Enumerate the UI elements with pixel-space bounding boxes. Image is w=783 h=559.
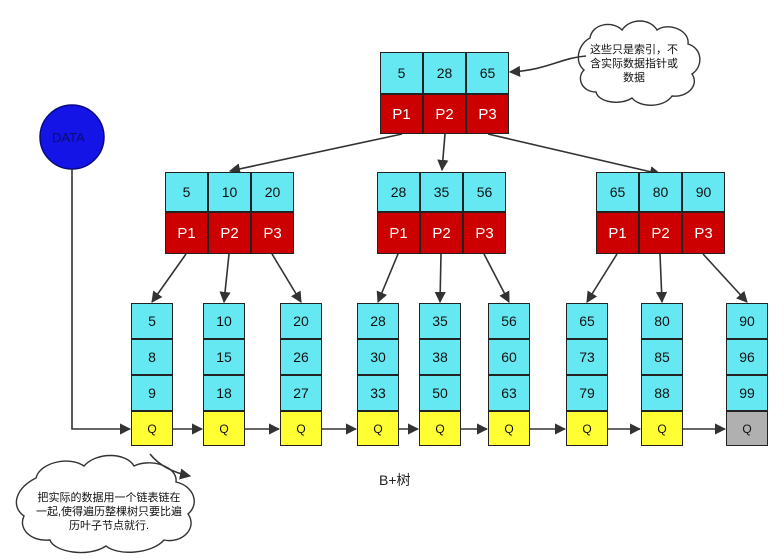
internal-pointer-cell: P3 bbox=[463, 212, 506, 254]
leaf-key-cell: 35 bbox=[419, 303, 461, 339]
root-key-cell: 28 bbox=[423, 52, 466, 94]
leaf-key-cell: 9 bbox=[131, 375, 173, 411]
root-pointer-cell: P1 bbox=[380, 94, 423, 134]
leaf-q-cell: Q bbox=[726, 411, 768, 446]
leaf-key-cell: 60 bbox=[488, 339, 530, 375]
leaf-key-cell: 38 bbox=[419, 339, 461, 375]
note-top-line: 数据 bbox=[623, 72, 645, 84]
leaf-q-cell: Q bbox=[488, 411, 530, 446]
note-bottom-line: 历叶子节点就行. bbox=[68, 520, 150, 532]
edge-internal-to-leaf bbox=[655, 253, 668, 304]
note-top-pointer bbox=[508, 55, 587, 78]
internal-key-cell: 56 bbox=[463, 172, 506, 212]
internal-key-cell: 5 bbox=[165, 172, 208, 212]
leaf-q-cell: Q bbox=[566, 411, 608, 446]
leaf-key-cell: 56 bbox=[488, 303, 530, 339]
diagram-caption: B+树 bbox=[379, 472, 411, 488]
leaf-q-cell: Q bbox=[131, 411, 173, 446]
note-bottom-pointer bbox=[149, 453, 192, 480]
note-bottom-line: 一起,使得遍历整棵树只要比遍 bbox=[35, 506, 183, 518]
note-top-text: 这些只是索引，不 含实际数据指针或 数据 bbox=[580, 43, 688, 85]
root-key-cell: 65 bbox=[466, 52, 509, 94]
edge-internal-to-leaf bbox=[702, 253, 748, 303]
leaf-key-cell: 80 bbox=[641, 303, 683, 339]
internal-key-cell: 28 bbox=[377, 172, 420, 212]
leaf-key-cell: 73 bbox=[566, 339, 608, 375]
edge-root-to-internal-2 bbox=[437, 133, 449, 172]
internal-pointer-cell: P1 bbox=[165, 212, 208, 254]
internal-key-cell: 90 bbox=[682, 172, 725, 212]
leaf-key-cell: 99 bbox=[726, 375, 768, 411]
leaf-key-cell: 85 bbox=[641, 339, 683, 375]
internal-pointer-cell: P3 bbox=[251, 212, 294, 254]
internal-key-cell: 35 bbox=[420, 172, 463, 212]
leaf-q-cell: Q bbox=[280, 411, 322, 446]
leaf-key-cell: 10 bbox=[203, 303, 245, 339]
note-bottom-cloud bbox=[15, 454, 195, 554]
data-connector-arrow bbox=[71, 169, 132, 435]
leaf-key-cell: 18 bbox=[203, 375, 245, 411]
note-top-line: 含实际数据指针或 bbox=[590, 58, 678, 70]
leaf-key-cell: 65 bbox=[566, 303, 608, 339]
internal-key-cell: 20 bbox=[251, 172, 294, 212]
root-pointer-cell: P2 bbox=[423, 94, 466, 134]
internal-pointer-cell: P3 bbox=[682, 212, 725, 254]
note-top-cloud bbox=[577, 20, 701, 106]
leaf-key-cell: 5 bbox=[131, 303, 173, 339]
leaf-key-cell: 8 bbox=[131, 339, 173, 375]
leaf-key-cell: 26 bbox=[280, 339, 322, 375]
internal-pointer-cell: P2 bbox=[639, 212, 682, 254]
leaf-key-cell: 33 bbox=[357, 375, 399, 411]
edge-internal-to-leaf bbox=[434, 253, 446, 304]
leaf-key-cell: 79 bbox=[566, 375, 608, 411]
leaf-q-cell: Q bbox=[419, 411, 461, 446]
edge-root-to-internal-3 bbox=[487, 133, 662, 178]
internal-pointer-cell: P1 bbox=[596, 212, 639, 254]
root-pointer-cell: P3 bbox=[466, 94, 509, 134]
note-clouds bbox=[15, 20, 701, 554]
edge-internal-to-leaf bbox=[483, 253, 510, 303]
internal-key-cell: 10 bbox=[208, 172, 251, 212]
internal-pointer-cell: P2 bbox=[208, 212, 251, 254]
edge-internal-to-leaf bbox=[376, 253, 399, 304]
leaf-key-cell: 27 bbox=[280, 375, 322, 411]
leaf-key-cell: 20 bbox=[280, 303, 322, 339]
leaf-q-cell: Q bbox=[641, 411, 683, 446]
internal-key-cell: 80 bbox=[639, 172, 682, 212]
internal-key-cell: 65 bbox=[596, 172, 639, 212]
leaf-key-cell: 88 bbox=[641, 375, 683, 411]
note-bottom-line: 把实际的数据用一个链表链在 bbox=[37, 492, 181, 504]
leaf-key-cell: 28 bbox=[357, 303, 399, 339]
tree-edges bbox=[39, 104, 748, 435]
root-key-cell: 5 bbox=[380, 52, 423, 94]
leaf-key-cell: 15 bbox=[203, 339, 245, 375]
leaf-key-cell: 63 bbox=[488, 375, 530, 411]
note-top-line: 这些只是索引，不 bbox=[590, 44, 678, 56]
edge-internal-to-leaf bbox=[586, 253, 618, 303]
edge-internal-to-leaf bbox=[219, 253, 231, 304]
edge-root-to-internal-1 bbox=[228, 133, 403, 175]
data-node-label: DATA bbox=[52, 130, 85, 145]
leaf-q-cell: Q bbox=[203, 411, 245, 446]
leaf-key-cell: 90 bbox=[726, 303, 768, 339]
edge-internal-to-leaf bbox=[151, 253, 187, 303]
internal-pointer-cell: P1 bbox=[377, 212, 420, 254]
leaf-key-cell: 96 bbox=[726, 339, 768, 375]
leaf-key-cell: 50 bbox=[419, 375, 461, 411]
note-bottom-text: 把实际的数据用一个链表链在 一起,使得遍历整棵树只要比遍 历叶子节点就行. bbox=[24, 491, 194, 533]
edge-internal-to-leaf bbox=[271, 253, 302, 303]
internal-pointer-cell: P2 bbox=[420, 212, 463, 254]
leaf-key-cell: 30 bbox=[357, 339, 399, 375]
leaf-q-cell: Q bbox=[357, 411, 399, 446]
